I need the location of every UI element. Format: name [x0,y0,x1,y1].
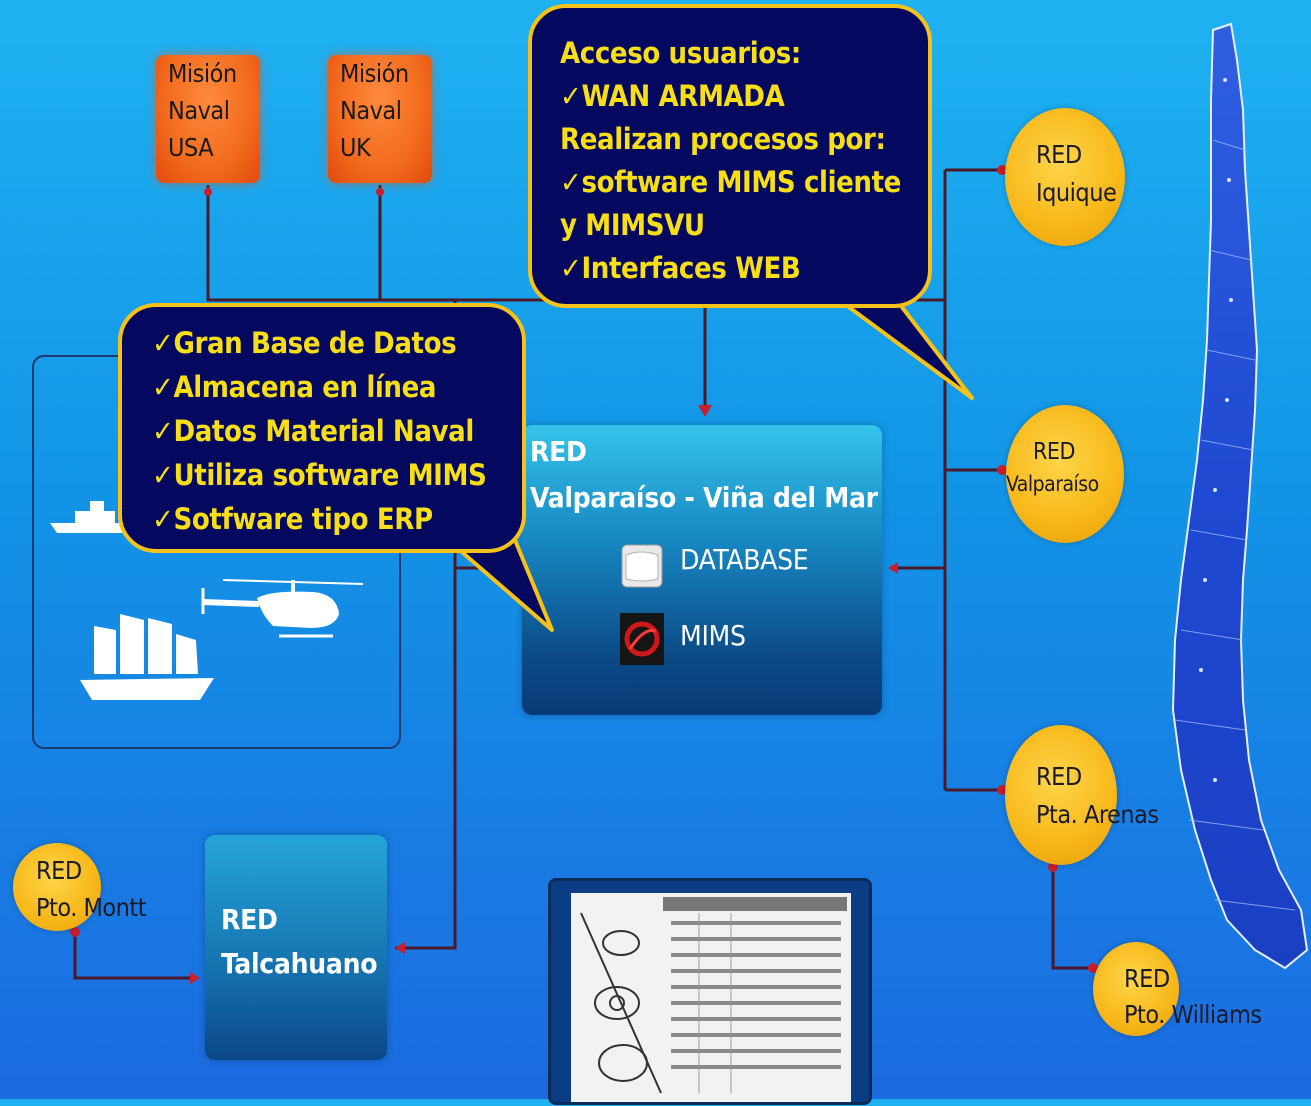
central-subtitle: Valparaíso - Viña del Mar [530,481,878,514]
access-users-bubble: Acceso usuarios: ✓WAN ARMADA Realizan pr… [528,4,932,308]
parts-drawing-icon [580,897,847,1094]
node-valparaiso [1006,405,1124,543]
node-valparaiso-line-1: RED [1033,439,1075,465]
node-puerto-williams-line-2: Pto. Williams [1124,1000,1262,1029]
node-iquique [1005,108,1125,246]
node-puerto-montt [13,843,101,931]
mission-uk-line-1: Misión [340,59,409,88]
database-label: DATABASE [680,543,809,576]
access-line-6: ✓Interfaces WEB [560,251,801,285]
db-line-3: ✓Datos Material Naval [152,414,474,448]
node-puerto-montt-line-2: Pto. Montt [36,893,147,922]
sailboat-icon [80,614,214,700]
db-line-5: ✓Sotfware tipo ERP [152,502,433,536]
node-valparaiso-line-2: Valparaíso [1006,472,1099,496]
access-line-2: ✓WAN ARMADA [560,79,785,113]
node-punta-arenas-line-2: Pta. Arenas [1036,800,1159,829]
node-punta-arenas [1005,725,1117,865]
talcahuano-line-1: RED [221,903,278,936]
db-line-2: ✓Almacena en línea [152,370,437,404]
db-line-4: ✓Utiliza software MIMS [152,458,487,492]
mission-usa-line-1: Misión [168,59,237,88]
mission-usa-line-3: USA [168,133,214,162]
access-line-1: Acceso usuarios: [560,36,801,70]
access-line-4: ✓software MIMS cliente [560,165,901,199]
node-punta-arenas-line-1: RED [1036,762,1082,791]
node-iquique-line-1: RED [1036,140,1082,169]
mission-usa-box: Misión Naval USA [156,55,260,183]
access-line-5: y MIMSVU [560,208,705,242]
talcahuano-line-2: Talcahuano [221,947,378,980]
node-puerto-montt-line-1: RED [36,856,82,885]
database-icon [621,544,663,588]
node-iquique-line-2: Iquique [1036,178,1117,207]
mission-uk-line-3: UK [340,133,371,162]
node-puerto-williams-line-1: RED [1124,964,1170,993]
db-line-1: ✓Gran Base de Datos [152,326,457,360]
mission-uk-line-2: Naval [340,96,402,125]
talcahuano-box: RED Talcahuano [205,835,387,1060]
chile-map-icon [1171,22,1309,970]
helicopter-icon [201,579,364,638]
database-features-bubble: ✓Gran Base de Datos ✓Almacena en línea ✓… [118,303,526,553]
mims-logo-icon [620,613,664,665]
node-puerto-williams [1093,942,1179,1036]
access-line-3: Realizan procesos por: [560,122,886,156]
mission-uk-box: Misión Naval UK [328,55,432,183]
mims-screen-thumbnail [548,878,872,1105]
mims-label: MIMS [680,619,746,652]
central-title: RED [530,435,587,468]
central-red-valparaiso-box: RED Valparaíso - Viña del Mar DATABASE M… [522,425,882,715]
mission-usa-line-2: Naval [168,96,230,125]
